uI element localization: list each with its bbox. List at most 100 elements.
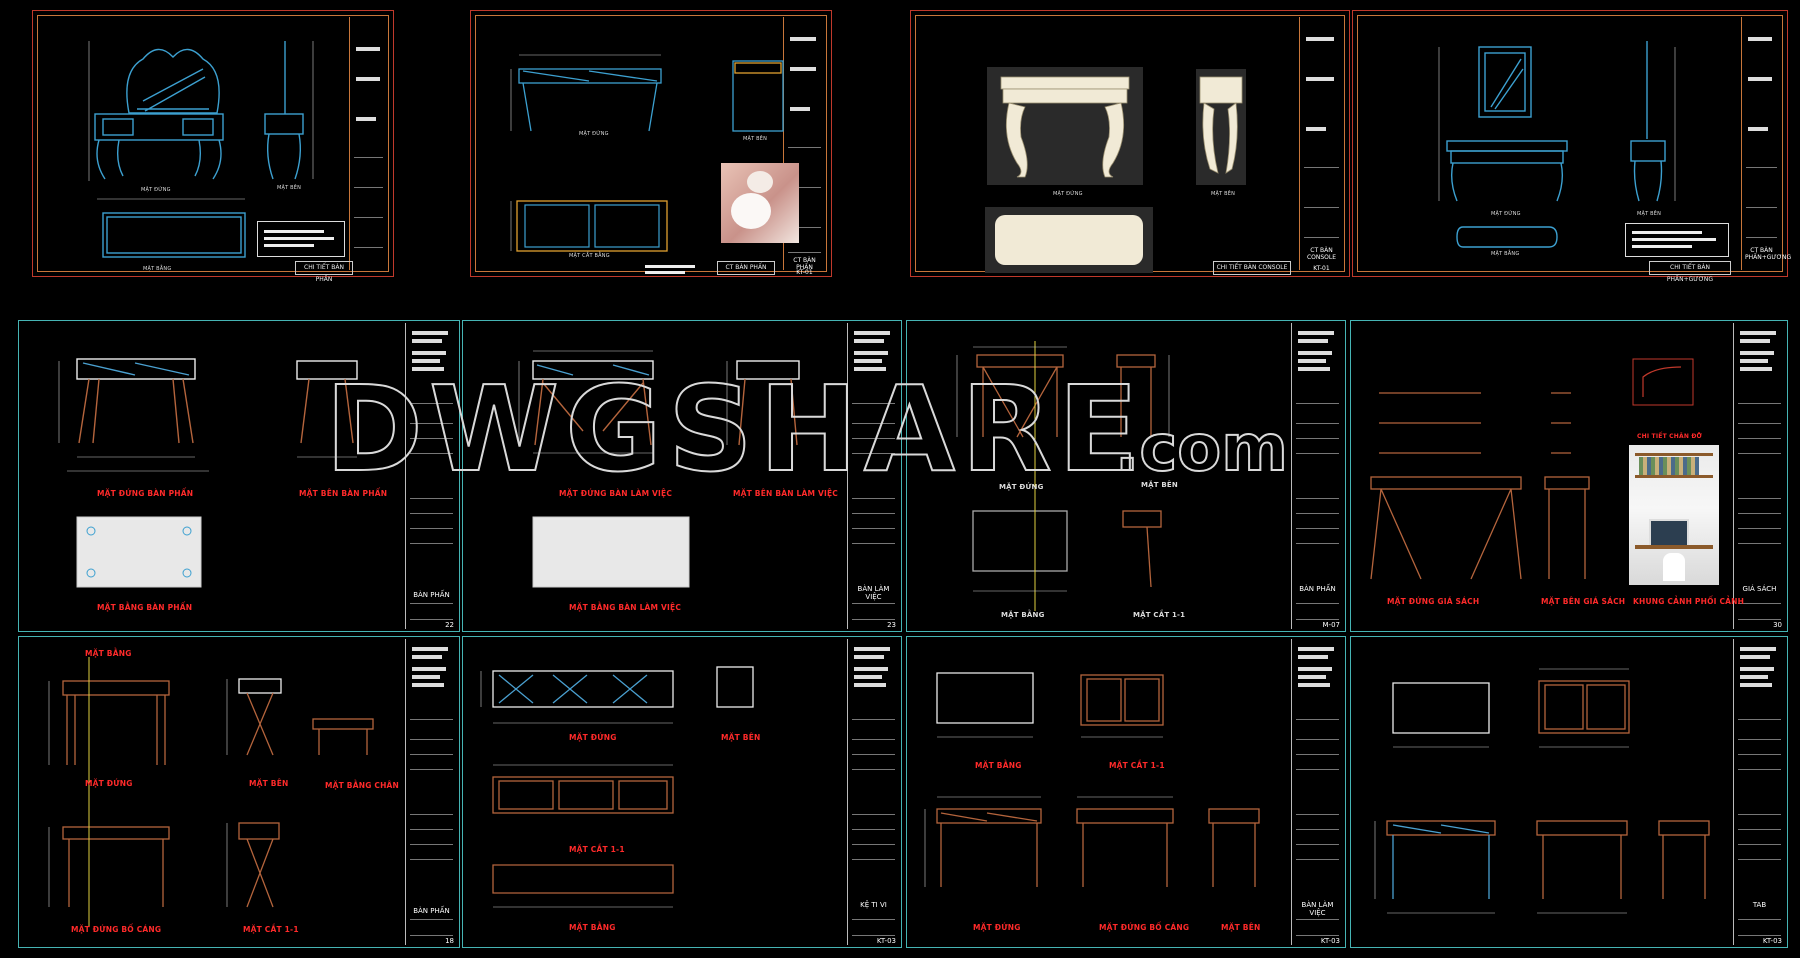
- page-number: 22: [445, 621, 454, 629]
- view-label: MẶT BẰNG BÀN PHẤN: [97, 603, 193, 612]
- sheet-code: KT-01: [1313, 265, 1330, 272]
- sheet-name: TAB: [1752, 901, 1767, 909]
- view-label: MẶT ĐỨNG BÀN LÀM VIỆC: [559, 489, 673, 498]
- title-block: BÀN LÀM VIỆC 23: [847, 323, 899, 629]
- page-number: 30: [1773, 621, 1782, 629]
- view-label: MẶT BẰNG: [975, 761, 1022, 770]
- view-label: MẶT BẰNG BÀN LÀM VIỆC: [569, 603, 682, 612]
- sheet-name: BÀN LÀM VIỆC: [1301, 901, 1334, 917]
- console-render-top: [985, 207, 1153, 273]
- console-render-side: [1196, 69, 1246, 185]
- drawing-sheet-3[interactable]: CT BÀN CONSOLE KT-01 MẶT ĐỨNG MẶT BÊN CH…: [910, 10, 1350, 277]
- view-title: MẶT ĐỨNG: [579, 131, 609, 137]
- title-block: KỆ TI VI KT-03: [847, 639, 899, 945]
- bookshelf-elevation: [1370, 358, 1694, 580]
- sheet-name: BÀN PHẤN: [1299, 585, 1336, 593]
- dressing-table-detail-views: [48, 657, 374, 927]
- sheet-name: BÀN PHẤN: [413, 907, 450, 915]
- title-block: CT BÀN PHẤN KT-01: [783, 17, 825, 276]
- page-number: 18: [445, 937, 454, 945]
- reference-photo-workspace: [1629, 445, 1719, 585]
- view-label: MẶT BẰNG CHÂN: [325, 781, 400, 790]
- view-label: MẶT BẰNG: [569, 923, 616, 932]
- view-label: MẶT ĐỨNG BỐ CÁNG: [1099, 923, 1190, 932]
- page-number: KT-03: [1320, 937, 1340, 945]
- notes-box: [639, 263, 699, 275]
- view-label: MẶT BÊN: [249, 779, 289, 788]
- title-block: GIÁ SÁCH 30: [1733, 323, 1785, 629]
- page-number: M-07: [1322, 621, 1340, 629]
- sheet-name: BÀN PHẤN: [413, 591, 450, 599]
- dressing-table-front-elevation: [58, 358, 358, 588]
- view-label: MẶT BÊN BÀN PHẤN: [299, 489, 388, 498]
- title-block: CT BÀN PHẤN+GƯƠNG: [1741, 17, 1791, 270]
- view-label: MẶT BÊN: [721, 733, 761, 742]
- sheet-frame: [37, 15, 389, 272]
- sheet-title-box: CHI TIẾT BÀN CONSOLE: [1213, 261, 1291, 275]
- view-label: MẶT BẰNG: [1001, 611, 1045, 619]
- sheet-name: GIÁ SÁCH: [1742, 585, 1777, 593]
- view-title: MẶT BẰNG: [143, 266, 172, 272]
- sheet-title-box: CHI TIẾT BÀN PHẤN: [295, 261, 353, 283]
- view-label: MẶT CẮT 1-1: [1109, 761, 1165, 770]
- view-label: MẶT BÊN: [1221, 923, 1261, 932]
- view-label: KHUNG CẢNH PHỐI CẢNH: [1633, 597, 1745, 606]
- sheet-name: KỆ TI VI: [860, 901, 887, 909]
- view-title: MẶT BÊN: [1211, 191, 1236, 197]
- view-label: MẶT BẰNG: [85, 649, 132, 658]
- drawing-sheet-1[interactable]: MẶT ĐỨNG MẶT BÊN MẶT BẰNG CHI TIẾT BÀN P…: [32, 10, 394, 283]
- view-label: MẶT ĐỨNG: [569, 733, 617, 742]
- view-label: MẶT CẮT 1-1: [569, 845, 625, 854]
- sheet-code: KT-01: [796, 269, 813, 276]
- drawing-sheet-7[interactable]: BÀN PHẤN M-07 MẶT ĐỨNG MẶT BÊN MẶT BẰNG …: [906, 320, 1346, 632]
- view-title: MẶT BÊN: [743, 136, 768, 142]
- drawing-sheet-8[interactable]: GIÁ SÁCH 30 CHI TIẾT CHÂN ĐỠ MẶT ĐỨNG GI…: [1350, 320, 1788, 632]
- drawing-sheet-5[interactable]: BÀN PHẤN 22 MẶT ĐỨNG BÀN PHẤN MẶT BÊN BÀ…: [18, 320, 460, 632]
- drawing-sheet-4[interactable]: CT BÀN PHẤN+GƯƠNG MẶT ĐỨNG MẶT BÊN MẶT B…: [1352, 10, 1791, 283]
- view-title: MẶT ĐỨNG: [141, 187, 171, 193]
- title-block: [349, 17, 387, 270]
- view-label: MẶT BÊN: [1141, 481, 1178, 489]
- view-title: MẶT ĐỨNG: [1491, 211, 1521, 217]
- view-label: MẶT ĐỨNG: [85, 779, 133, 788]
- tv-cabinet-views: [480, 666, 754, 908]
- title-block: BÀN PHẤN M-07: [1291, 323, 1343, 629]
- sheet-name: CT BÀN PHẤN: [793, 257, 816, 271]
- drawing-sheet-11[interactable]: BÀN LÀM VIỆC KT-03 MẶT BẰNG MẶT CẮT 1-1 …: [906, 636, 1346, 948]
- drawing-sheet-2[interactable]: CT BÀN PHẤN KT-01 MẶT ĐỨNG MẶT BÊN MẶT C…: [470, 10, 832, 277]
- page-number: KT-03: [1762, 937, 1782, 945]
- view-label: MẶT BÊN BÀN LÀM VIỆC: [733, 489, 839, 498]
- reference-photo-vanity: [721, 163, 799, 243]
- view-label: MẶT CẮT 1-1: [1133, 611, 1186, 619]
- view-label: MẶT ĐỨNG: [999, 483, 1044, 491]
- desk-front-elevation: [510, 54, 784, 252]
- drawing-sheet-12[interactable]: TAB KT-03: [1350, 636, 1788, 948]
- work-desk-elevation: [518, 350, 800, 588]
- view-label: MẶT ĐỨNG GIÁ SÁCH: [1387, 597, 1480, 606]
- view-label: MẶT BÊN GIÁ SÁCH: [1541, 597, 1626, 606]
- view-label: MẶT ĐỨNG: [973, 923, 1021, 932]
- view-label: MẶT ĐỨNG BỐ CÁNG: [71, 925, 162, 934]
- view-title: MẶT CẮT BẰNG: [569, 253, 610, 259]
- console-render-front: [987, 67, 1143, 185]
- sheet-title-box: CT BÀN PHẤN: [717, 261, 775, 275]
- title-block: CT BÀN CONSOLE KT-01: [1299, 17, 1343, 272]
- view-title: MẶT BÊN: [1637, 211, 1662, 217]
- title-block: BÀN PHẤN 22: [405, 323, 457, 629]
- sheet-name: CT BÀN CONSOLE: [1306, 247, 1337, 261]
- vanity-mirror-front-elevation: [88, 41, 314, 258]
- sheet-name: BÀN LÀM VIỆC: [857, 585, 890, 601]
- cabinet-detail-views: [1374, 668, 1710, 914]
- view-label: MẶT ĐỨNG BÀN PHẤN: [97, 489, 194, 498]
- view-title: MẶT BÊN: [277, 185, 302, 191]
- title-block: TAB KT-03: [1733, 639, 1785, 945]
- title-block: BÀN LÀM VIỆC KT-03: [1291, 639, 1343, 945]
- sheet-frame: [1357, 15, 1783, 272]
- view-title: MẶT ĐỨNG: [1053, 191, 1083, 197]
- vanity-with-mirror-elevation: [1438, 41, 1676, 248]
- work-desk-detail-views: [924, 672, 1260, 887]
- drawing-sheet-6[interactable]: BÀN LÀM VIỆC 23 MẶT ĐỨNG BÀN LÀM VIỆC MẶ…: [462, 320, 902, 632]
- view-label: MẶT CẮT 1-1: [243, 925, 299, 934]
- drawing-sheet-10[interactable]: KỆ TI VI KT-03 MẶT ĐỨNG MẶT BÊN MẶT CẮT …: [462, 636, 902, 948]
- drawing-sheet-9[interactable]: BÀN PHẤN 18 MẶT BẰNG MẶT ĐỨNG MẶT BÊN MẶ…: [18, 636, 460, 948]
